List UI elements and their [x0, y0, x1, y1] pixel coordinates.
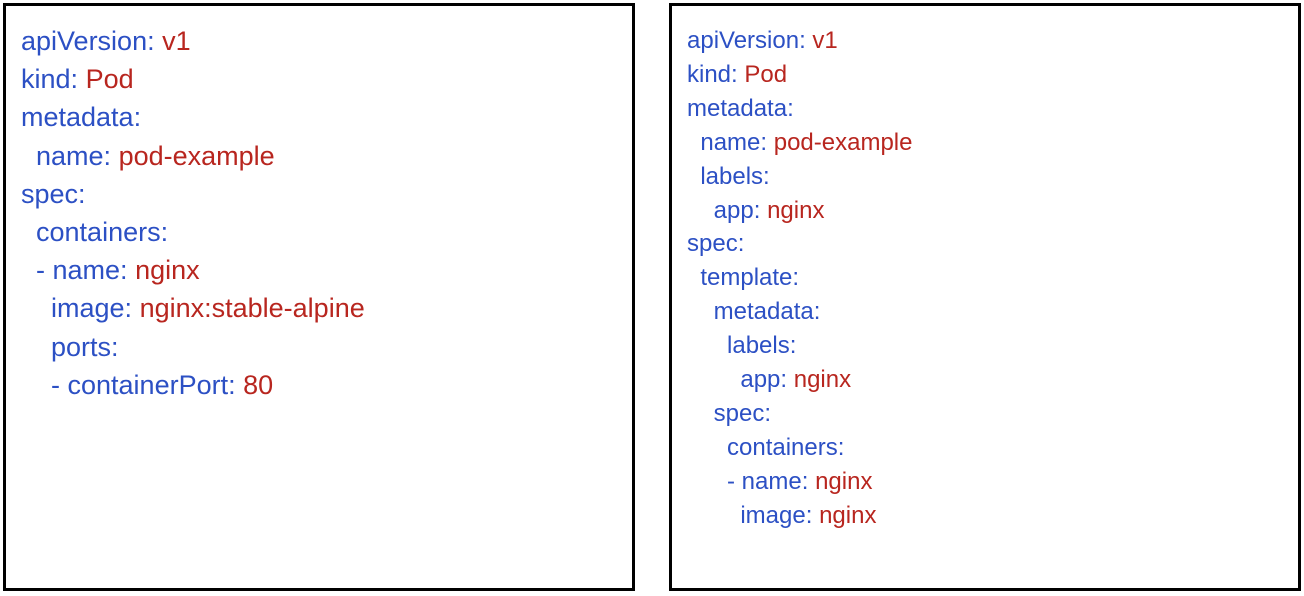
- yaml-key: image:: [51, 293, 133, 324]
- yaml-key: name:: [36, 140, 112, 171]
- yaml-indent: [687, 197, 714, 224]
- yaml-key: app:: [740, 366, 788, 394]
- yaml-key: metadata:: [21, 102, 142, 133]
- yaml-line: image: nginx:stable-alpine: [21, 289, 365, 327]
- yaml-indent: [21, 293, 51, 323]
- yaml-key: containers:: [727, 433, 845, 461]
- yaml-key: spec:: [687, 230, 745, 258]
- yaml-line: - name: nginx: [21, 251, 365, 289]
- yaml-key: apiVersion:: [687, 27, 806, 54]
- yaml-indent: [687, 434, 727, 461]
- yaml-line: containers:: [21, 213, 365, 251]
- yaml-key: - name:: [36, 255, 128, 286]
- yaml-key: image:: [740, 501, 813, 529]
- yaml-key: - containerPort:: [51, 369, 236, 400]
- yaml-indent: [687, 163, 700, 190]
- yaml-value: nginx: [819, 501, 877, 529]
- yaml-key: name:: [700, 128, 768, 156]
- yaml-key: - name:: [727, 467, 809, 495]
- yaml-indent: [687, 298, 714, 325]
- yaml-line: image: nginx: [687, 499, 912, 533]
- yaml-value: 80: [243, 369, 274, 400]
- yaml-line: containers:: [687, 431, 912, 465]
- yaml-value: Pod: [744, 60, 788, 88]
- yaml-value: nginx: [793, 366, 852, 394]
- yaml-indent: [687, 400, 714, 427]
- yaml-line: labels:: [687, 329, 912, 363]
- yaml-indent: [687, 129, 700, 156]
- yaml-key: containers:: [36, 217, 169, 248]
- yaml-indent: [687, 366, 740, 393]
- yaml-line: metadata:: [687, 295, 912, 329]
- yaml-indent: [21, 141, 36, 171]
- yaml-line: name: pod-example: [687, 126, 912, 160]
- yaml-indent: [21, 217, 36, 247]
- yaml-indent: [687, 468, 727, 495]
- yaml-value: nginx: [815, 467, 873, 495]
- yaml-key: template:: [700, 264, 800, 292]
- yaml-line: apiVersion: v1: [21, 22, 365, 60]
- yaml-key: spec:: [21, 178, 86, 209]
- yaml-indent: [687, 502, 740, 529]
- yaml-value: nginx: [135, 255, 200, 286]
- yaml-line: template:: [687, 261, 912, 295]
- yaml-key: spec:: [713, 399, 772, 427]
- yaml-key: labels:: [700, 162, 770, 190]
- yaml-key: kind:: [687, 60, 738, 88]
- yaml-key: app:: [713, 196, 761, 224]
- yaml-indent: [687, 332, 727, 359]
- yaml-line: spec:: [21, 175, 365, 213]
- yaml-value: nginx: [767, 196, 825, 224]
- yaml-key: metadata:: [713, 298, 821, 326]
- yaml-value: pod-example: [118, 140, 275, 171]
- yaml-indent: [687, 264, 700, 291]
- yaml-key: kind:: [21, 64, 79, 95]
- yaml-line: spec:: [687, 397, 912, 431]
- yaml-line: kind: Pod: [21, 60, 365, 98]
- yaml-line: apiVersion: v1: [687, 24, 912, 58]
- yaml-line: app: nginx: [687, 363, 912, 397]
- yaml-indent: [21, 255, 36, 285]
- yaml-value: v1: [812, 27, 838, 54]
- yaml-indent: [21, 370, 51, 400]
- yaml-line: labels:: [687, 160, 912, 194]
- yaml-key: labels:: [727, 332, 797, 360]
- yaml-value: v1: [162, 26, 191, 56]
- yaml-line: spec:: [687, 227, 912, 261]
- yaml-indent: [21, 332, 51, 362]
- yaml-line: - name: nginx: [687, 465, 912, 499]
- yaml-line: - containerPort: 80: [21, 366, 365, 404]
- yaml-value: nginx:stable-alpine: [139, 293, 365, 324]
- yaml-line: app: nginx: [687, 194, 912, 228]
- yaml-key: metadata:: [687, 94, 794, 122]
- yaml-line: ports:: [21, 328, 365, 366]
- yaml-line: kind: Pod: [687, 58, 912, 92]
- yaml-line: name: pod-example: [21, 137, 365, 175]
- yaml-value: Pod: [85, 64, 134, 95]
- yaml-line: metadata:: [21, 98, 365, 136]
- yaml-key: apiVersion:: [21, 26, 155, 56]
- yaml-line: metadata:: [687, 92, 912, 126]
- yaml-value: pod-example: [773, 128, 913, 156]
- yaml-key: ports:: [51, 331, 119, 362]
